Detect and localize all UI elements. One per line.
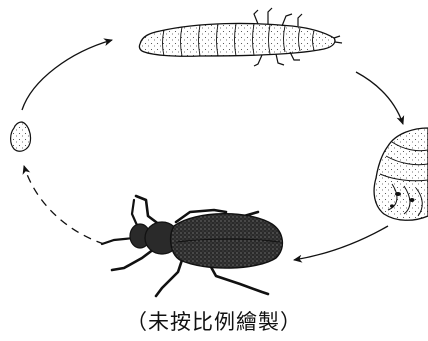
- arrow-egg-to-larva: [22, 40, 112, 110]
- arrow-adult-to-egg: [24, 166, 104, 244]
- larva-icon: [139, 8, 342, 66]
- arrow-larva-to-pupa: [356, 72, 403, 124]
- beetle-icon: [102, 196, 282, 296]
- arrow-pupa-to-adult: [294, 226, 388, 260]
- scale-note-caption: （未按比例繪製）: [0, 309, 428, 335]
- egg-icon: [11, 122, 31, 151]
- pupa-icon: [374, 128, 428, 220]
